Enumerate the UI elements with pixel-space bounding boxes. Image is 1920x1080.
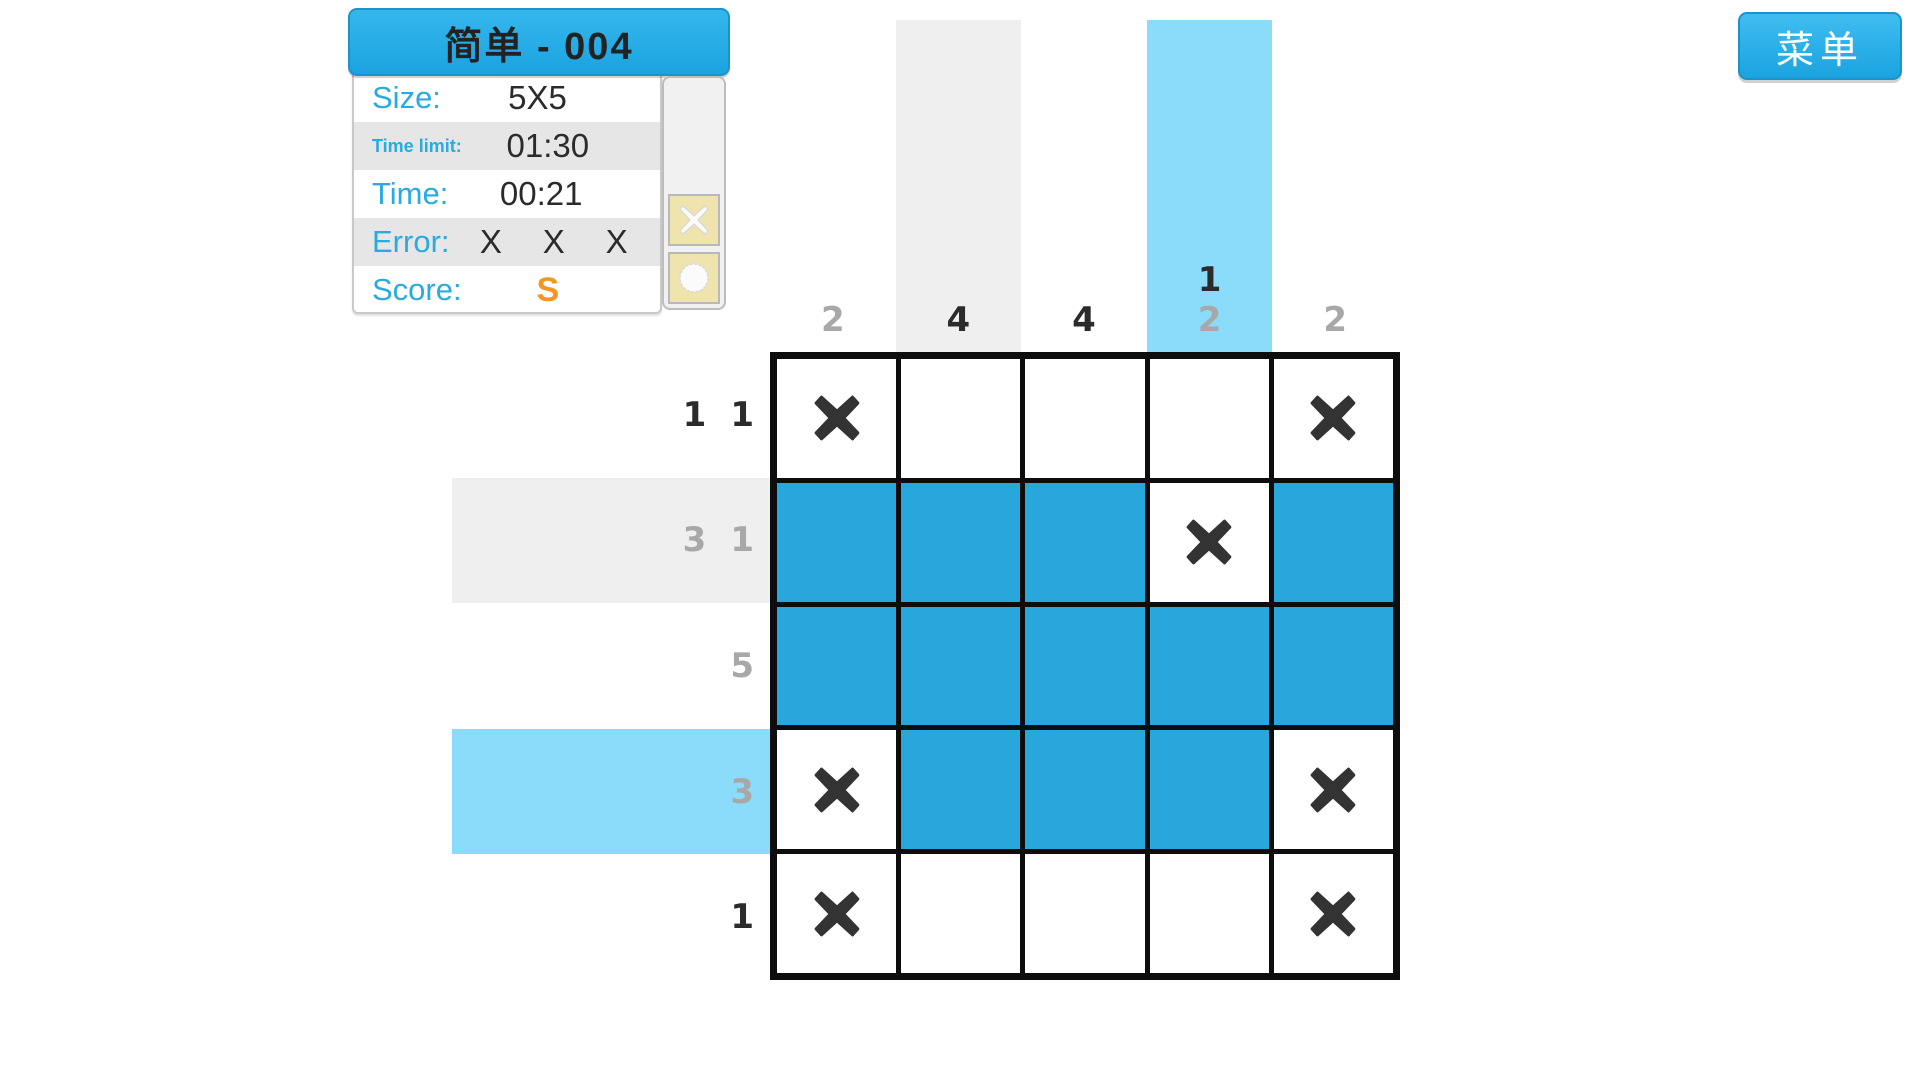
grid-cell-r1c2[interactable] bbox=[901, 359, 1021, 478]
grid-cell-r5c3[interactable] bbox=[1025, 854, 1145, 973]
column-hint-number: 2 bbox=[1323, 299, 1347, 340]
cross-mark-icon bbox=[1310, 767, 1356, 813]
puzzle-grid[interactable] bbox=[770, 352, 1400, 980]
grid-cell-r5c1[interactable] bbox=[777, 854, 897, 973]
time-label: Time: bbox=[372, 176, 449, 211]
row-hint-number: 3 bbox=[730, 771, 754, 812]
info-panel: 简单 - 004 Size: 5X5 Time limit: 01:30 Tim… bbox=[348, 8, 730, 318]
info-row-score: Score: S bbox=[354, 266, 660, 312]
info-row-time-limit: Time limit: 01:30 bbox=[354, 122, 660, 170]
grid-cell-r3c3[interactable] bbox=[1025, 606, 1145, 726]
time-limit-label: Time limit: bbox=[372, 135, 462, 156]
info-row-time: Time: 00:21 bbox=[354, 170, 660, 218]
info-row-error: Error: X X X bbox=[354, 218, 660, 266]
column-hint-number: 1 bbox=[1197, 259, 1222, 300]
column-hint-2[interactable]: 4 bbox=[1021, 20, 1147, 352]
grid-cell-r2c5[interactable] bbox=[1273, 482, 1393, 602]
cross-tool-button[interactable] bbox=[668, 194, 720, 246]
grid-cell-r4c3[interactable] bbox=[1025, 730, 1145, 850]
score-label: Score: bbox=[372, 272, 462, 307]
info-row-size: Size: 5X5 bbox=[354, 74, 660, 122]
grid-cell-r4c4[interactable] bbox=[1149, 730, 1269, 850]
grid-cell-r4c2[interactable] bbox=[901, 730, 1021, 850]
grid-cell-r3c1[interactable] bbox=[777, 606, 897, 726]
time-value: 00:21 bbox=[499, 175, 583, 212]
grid-cell-r1c5[interactable] bbox=[1273, 359, 1393, 478]
cross-mark-icon bbox=[814, 767, 860, 813]
row-hint-number: 1 bbox=[730, 520, 754, 561]
row-hint-4[interactable]: 1 bbox=[452, 854, 770, 980]
cross-mark-icon bbox=[1310, 891, 1356, 937]
size-label: Size: bbox=[372, 80, 441, 115]
grid-cell-r2c2[interactable] bbox=[901, 482, 1021, 602]
error-mark: X bbox=[479, 223, 502, 260]
column-hint-1[interactable]: 4 bbox=[895, 20, 1022, 352]
grid-cell-r3c5[interactable] bbox=[1273, 606, 1393, 726]
grid-cell-r4c5[interactable] bbox=[1273, 730, 1393, 850]
error-mark: X bbox=[542, 223, 565, 260]
error-mark: X bbox=[605, 223, 628, 260]
row-hint-number: 1 bbox=[730, 897, 754, 938]
grid-cell-r5c5[interactable] bbox=[1273, 854, 1393, 973]
grid-cell-r2c3[interactable] bbox=[1025, 482, 1145, 602]
column-hint-number: 4 bbox=[946, 299, 971, 340]
row-hint-number: 3 bbox=[682, 520, 707, 561]
grid-cell-r2c4[interactable] bbox=[1149, 482, 1269, 602]
circle-tool-icon bbox=[675, 259, 713, 297]
cross-mark-icon bbox=[1186, 519, 1232, 565]
column-hint-number: 4 bbox=[1072, 299, 1096, 340]
grid-cell-r1c3[interactable] bbox=[1025, 359, 1145, 478]
grid-cell-r5c4[interactable] bbox=[1149, 854, 1269, 973]
column-hint-0[interactable]: 2 bbox=[770, 20, 896, 352]
cross-mark-icon bbox=[814, 891, 860, 937]
size-value: 5X5 bbox=[508, 79, 567, 116]
grid-cell-r2c1[interactable] bbox=[777, 482, 897, 602]
cross-mark-icon bbox=[1310, 395, 1356, 441]
score-value: S bbox=[536, 270, 560, 309]
info-body: Size: 5X5 Time limit: 01:30 Time: 00:21 … bbox=[352, 74, 662, 314]
cross-tool-icon bbox=[674, 200, 714, 240]
grid-cell-r4c1[interactable] bbox=[777, 730, 897, 850]
error-marks: X X X bbox=[450, 223, 655, 261]
menu-button[interactable]: 菜单 bbox=[1738, 12, 1902, 80]
column-hint-number: 2 bbox=[1197, 299, 1222, 340]
column-hint-4[interactable]: 2 bbox=[1272, 20, 1398, 352]
grid-cell-r1c4[interactable] bbox=[1149, 359, 1269, 478]
time-limit-value: 01:30 bbox=[506, 127, 590, 164]
row-hint-number: 1 bbox=[682, 394, 707, 435]
grid-cell-r3c4[interactable] bbox=[1149, 606, 1269, 726]
row-hint-3[interactable]: 3 bbox=[452, 728, 770, 855]
tool-strip bbox=[662, 76, 726, 310]
row-hint-number: 1 bbox=[730, 394, 754, 435]
error-label: Error: bbox=[372, 224, 450, 259]
grid-cell-r3c2[interactable] bbox=[901, 606, 1021, 726]
puzzle-title: 简单 - 004 bbox=[348, 8, 730, 76]
row-hint-number: 5 bbox=[730, 645, 754, 686]
grid-cell-r1c1[interactable] bbox=[777, 359, 897, 478]
row-hint-2[interactable]: 5 bbox=[452, 603, 770, 729]
cross-mark-icon bbox=[814, 395, 860, 441]
circle-tool-button[interactable] bbox=[668, 252, 720, 304]
column-hint-number: 2 bbox=[820, 299, 845, 340]
grid-cell-r5c2[interactable] bbox=[901, 854, 1021, 973]
